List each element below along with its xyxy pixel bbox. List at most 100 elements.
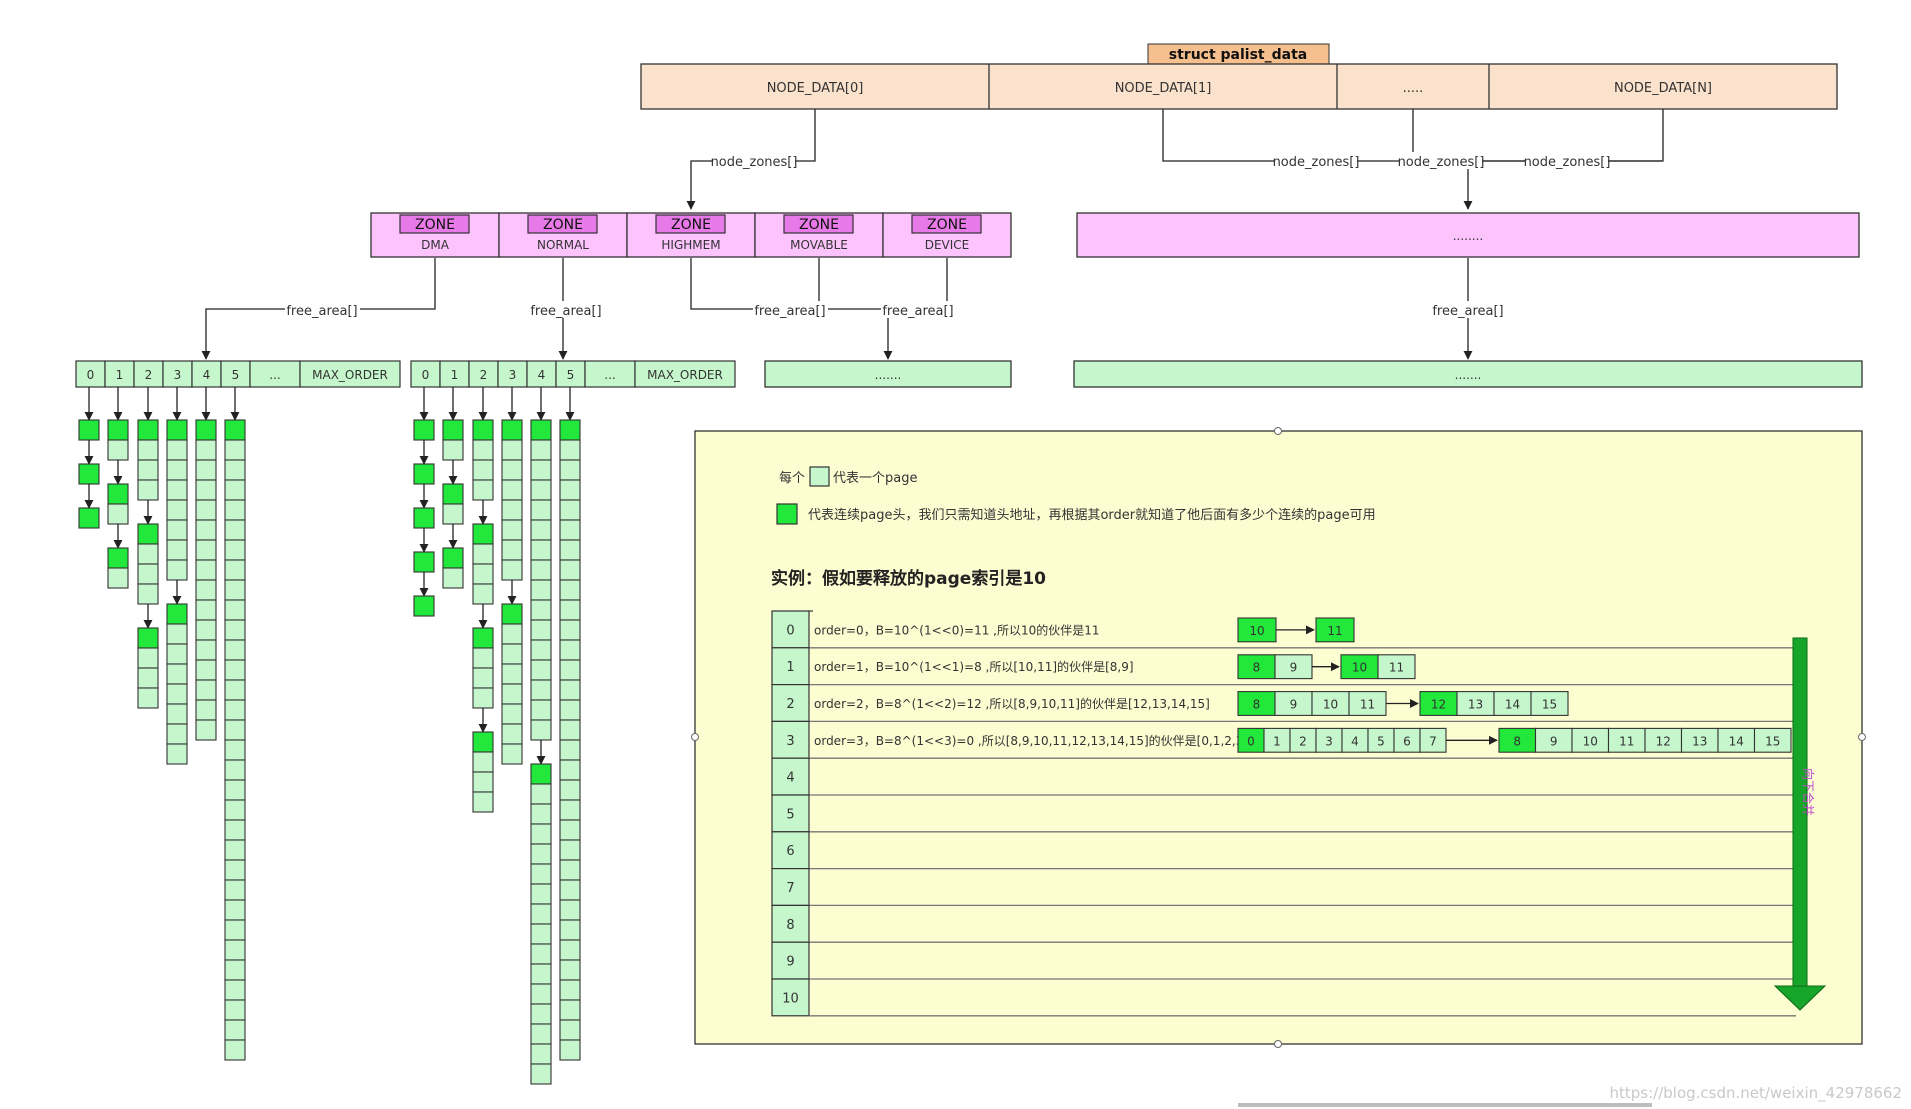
zone-tag-highmem [655,214,726,234]
example-block-label: 8 [1513,734,1521,748]
page-block [224,439,246,461]
page-head-block [501,419,523,441]
page-block [501,479,523,501]
page-block [530,619,552,641]
page-block [224,919,246,941]
order-cell-8 [771,904,810,943]
free-area-0-cell-label: 5 [232,368,240,382]
page-head-block [530,763,552,785]
page-block [107,567,129,589]
example-row-text-3: order=3，B=8^(1<<3)=0 ,所以[8,9,10,11,12,13… [814,733,1294,748]
page-block [530,823,552,845]
page-block [472,583,494,605]
zone-name-dma: DMA [421,238,450,252]
example-block-label: 9 [1550,734,1558,748]
watermark: https://blog.csdn.net/weixin_42978662 [1609,1084,1902,1103]
free-area-1-cell-2 [468,360,499,388]
page-block [224,979,246,1001]
example-row-text-2: order=2，B=8^(1<<2)=12 ,所以[8,9,10,11]的伙伴是… [814,696,1210,711]
page-block [472,791,494,813]
page-block [559,1039,581,1061]
page-block [224,799,246,821]
page-block [530,499,552,521]
example-block-label: 11 [1360,698,1375,712]
free-area-0-cell-0 [75,360,106,388]
page-block [137,647,159,669]
page-head-block [413,419,435,441]
page-block [224,559,246,581]
page-block [224,739,246,761]
legend-head-text: 代表连续page头，我们只需知道头地址，再根据其order就知道了他后面有多少个… [808,507,1376,523]
page-block [442,567,464,589]
page-block [530,459,552,481]
page-block [224,859,246,881]
order-label: 1 [786,660,794,675]
page-block [166,499,188,521]
page-block [530,963,552,985]
page-block [137,459,159,481]
page-block [559,559,581,581]
free-area-1-cell-label: 3 [509,368,517,382]
page-block [137,687,159,709]
page-block [195,499,217,521]
bottom-scrollbar[interactable] [1238,1103,1652,1107]
page-block [472,459,494,481]
page-block [224,959,246,981]
page-block [472,771,494,793]
free-area-connectors [201,258,1473,360]
free-area-1-cell-label: ... [604,368,615,382]
page-block [224,459,246,481]
page-block [501,683,523,705]
page-block [137,667,159,689]
page-block [195,659,217,681]
page-block [501,743,523,765]
order-label: 3 [786,734,794,749]
page-block [224,699,246,721]
page-head-block [559,419,581,441]
page-block [195,639,217,661]
page-block [559,859,581,881]
page-block [224,759,246,781]
page-block [195,679,217,701]
page-block [472,687,494,709]
page-block [530,559,552,581]
example-block-label: 15 [1542,698,1557,712]
page-chains [78,387,581,1085]
example-block-label: 3 [1325,734,1333,748]
free-area-0-cell-1 [104,360,135,388]
free-area-1-cell-label: 5 [567,368,575,382]
page-block [530,1043,552,1065]
page-block [559,779,581,801]
page-block [137,543,159,565]
page-block [530,783,552,805]
order-label: 4 [786,771,794,786]
zone-tag-normal [527,214,598,234]
order-label: 5 [786,807,794,822]
page-block [195,599,217,621]
page-head-block [472,731,494,753]
page-head-block [107,547,129,569]
page-block [501,459,523,481]
zones-row: ZONEDMAZONENORMALZONEHIGHMEMZONEMOVABLEZ… [370,212,1012,258]
page-block [501,723,523,745]
zone-tag-text: ZONE [927,217,967,233]
page-block [472,751,494,773]
order-cell-3 [771,720,810,759]
example-row-text-1: order=1，B=10^(1<<1)=8 ,所以[10,11]的伙伴是[8,9… [814,659,1134,674]
legend-page-prefix: 每个 [779,470,805,486]
page-block [530,803,552,825]
page-block [107,439,129,461]
node-zones-label-2: node_zones[] [1398,155,1485,170]
page-block [195,559,217,581]
page-block [559,679,581,701]
page-block [559,539,581,561]
page-block [559,819,581,841]
other-zones-label: ........ [1453,229,1484,243]
page-block [559,499,581,521]
page-block [530,519,552,541]
page-block [166,519,188,541]
legend-head-swatch [776,503,798,525]
page-block [166,459,188,481]
panel-handles [691,427,1866,1048]
page-block [195,519,217,541]
